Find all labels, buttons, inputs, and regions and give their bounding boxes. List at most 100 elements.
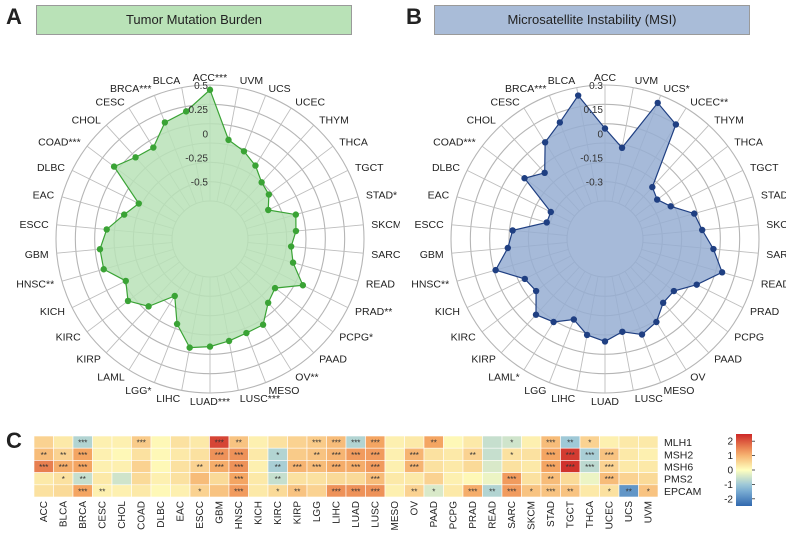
tmb-category-label: LUSC*** bbox=[240, 393, 280, 405]
heatmap-cell bbox=[170, 435, 191, 449]
heatmap-cell bbox=[482, 472, 503, 486]
msi-category-label: PCPG bbox=[734, 332, 764, 344]
tmb-category-label: HNSC** bbox=[16, 278, 54, 290]
heatmap-column-label: UCS bbox=[624, 501, 635, 522]
heatmap-significance-label: ** bbox=[626, 487, 632, 496]
msi-category-label: STAD bbox=[761, 190, 786, 202]
tmb-point bbox=[206, 343, 214, 350]
heatmap-cell bbox=[579, 484, 600, 498]
heatmap-cell bbox=[111, 472, 132, 486]
heatmap-cell bbox=[443, 484, 464, 498]
heatmap-cell bbox=[111, 460, 132, 473]
heatmap-column-label: KIRC bbox=[273, 501, 284, 525]
tmb-point bbox=[225, 337, 233, 345]
heatmap-significance-label: *** bbox=[332, 487, 341, 496]
msi-category-label: LAML* bbox=[488, 372, 520, 384]
heatmap-column-label: TGCT bbox=[565, 501, 576, 528]
heatmap-column-label: LUAD bbox=[351, 501, 362, 528]
heatmap-significance-label: *** bbox=[351, 439, 360, 448]
heatmap-significance-label: ** bbox=[294, 487, 300, 496]
tmb-category-label: DLBC bbox=[37, 162, 65, 174]
heatmap-significance-label: *** bbox=[507, 475, 516, 484]
heatmap-cell bbox=[248, 484, 269, 498]
msi-point bbox=[659, 299, 667, 307]
heatmap-cell bbox=[150, 484, 171, 498]
msi-tick-label: -0.3 bbox=[586, 178, 604, 189]
heatmap-significance-label: *** bbox=[351, 451, 360, 460]
heatmap-cell bbox=[33, 435, 54, 449]
heatmap-cell bbox=[384, 435, 405, 449]
heatmap-cell bbox=[384, 484, 405, 498]
heatmap-cell bbox=[618, 435, 639, 449]
heatmap-column-label: KIRP bbox=[292, 501, 303, 525]
heatmap-cell bbox=[53, 484, 74, 498]
heatmap-column-label: LIHC bbox=[331, 501, 342, 524]
heatmap-cell bbox=[111, 435, 132, 449]
heatmap-cell bbox=[189, 447, 210, 461]
heatmap-significance-label: *** bbox=[78, 487, 87, 496]
heatmap-cell bbox=[462, 460, 483, 473]
tmb-point bbox=[161, 119, 169, 126]
tmb-point bbox=[258, 179, 265, 186]
heatmap-row-label: MLH1 bbox=[664, 437, 692, 449]
heatmap-significance-label: *** bbox=[215, 439, 224, 448]
tmb-category-label: MESO bbox=[269, 385, 300, 397]
heatmap-significance-label: *** bbox=[234, 451, 243, 460]
panel-letter-b: B bbox=[406, 4, 422, 29]
heatmap-cell bbox=[53, 435, 74, 449]
heatmap-column-label: CESC bbox=[97, 501, 108, 529]
heatmap-cell bbox=[111, 447, 132, 461]
heatmap-cell bbox=[248, 435, 269, 449]
heatmap-significance-label: *** bbox=[605, 463, 614, 472]
heatmap-significance-label: * bbox=[510, 439, 513, 448]
msi-category-label: UVM bbox=[635, 75, 658, 87]
msi-point bbox=[672, 121, 680, 128]
tmb-point bbox=[243, 329, 250, 337]
msi-tick-label: -0.15 bbox=[580, 154, 603, 165]
heatmap-cell bbox=[345, 472, 366, 486]
heatmap-cell bbox=[170, 472, 191, 486]
tmb-category-label: LAML bbox=[97, 372, 125, 384]
heatmap-cell bbox=[248, 447, 269, 461]
colorbar-tick-label: 1 bbox=[727, 451, 733, 462]
panel-letter-a: A bbox=[6, 4, 22, 29]
heatmap-cell bbox=[131, 460, 152, 473]
heatmap-significance-label: * bbox=[276, 451, 279, 460]
heatmap-significance-label: *** bbox=[234, 487, 243, 496]
msi-point bbox=[654, 99, 661, 107]
radar-a-title: Tumor Mutation Burden bbox=[36, 5, 352, 35]
heatmap-significance-label: ** bbox=[60, 451, 66, 460]
heatmap-cell bbox=[92, 472, 113, 486]
heatmap-column-label: EAC bbox=[175, 501, 186, 522]
msi-category-label: THYM bbox=[714, 114, 744, 126]
heatmap-significance-label: ** bbox=[548, 475, 554, 484]
heatmap-column-label: LUSC bbox=[370, 501, 381, 528]
heatmap-significance-label: ** bbox=[567, 487, 573, 496]
heatmap-cell bbox=[482, 435, 503, 449]
heatmap-cell bbox=[111, 484, 132, 498]
tmb-point bbox=[100, 266, 107, 273]
heatmap-significance-label: *** bbox=[312, 439, 321, 448]
tmb-point bbox=[124, 297, 132, 305]
heatmap-significance-label: * bbox=[510, 451, 513, 460]
tmb-category-label: BRCA*** bbox=[110, 83, 151, 95]
msi-point bbox=[601, 125, 609, 132]
heatmap-cell bbox=[326, 472, 347, 486]
msi-point bbox=[653, 318, 660, 326]
tmb-point bbox=[132, 154, 139, 161]
heatmap-column-label: BLCA bbox=[58, 501, 69, 527]
heatmap-significance-label: *** bbox=[371, 451, 380, 460]
tmb-point bbox=[287, 243, 295, 250]
heatmap-cell bbox=[521, 447, 542, 461]
msi-point bbox=[601, 338, 609, 345]
msi-point bbox=[649, 183, 656, 191]
heatmap-column-label: PCPG bbox=[448, 501, 459, 530]
heatmap-column-label: UVM bbox=[643, 501, 654, 523]
msi-point bbox=[718, 269, 726, 276]
heatmap-significance-label: *** bbox=[78, 463, 87, 472]
tmb-category-label: PAAD bbox=[319, 354, 347, 366]
heatmap-cell bbox=[404, 472, 425, 486]
tmb-point bbox=[173, 320, 181, 328]
heatmap-column-label: PAAD bbox=[429, 501, 440, 528]
